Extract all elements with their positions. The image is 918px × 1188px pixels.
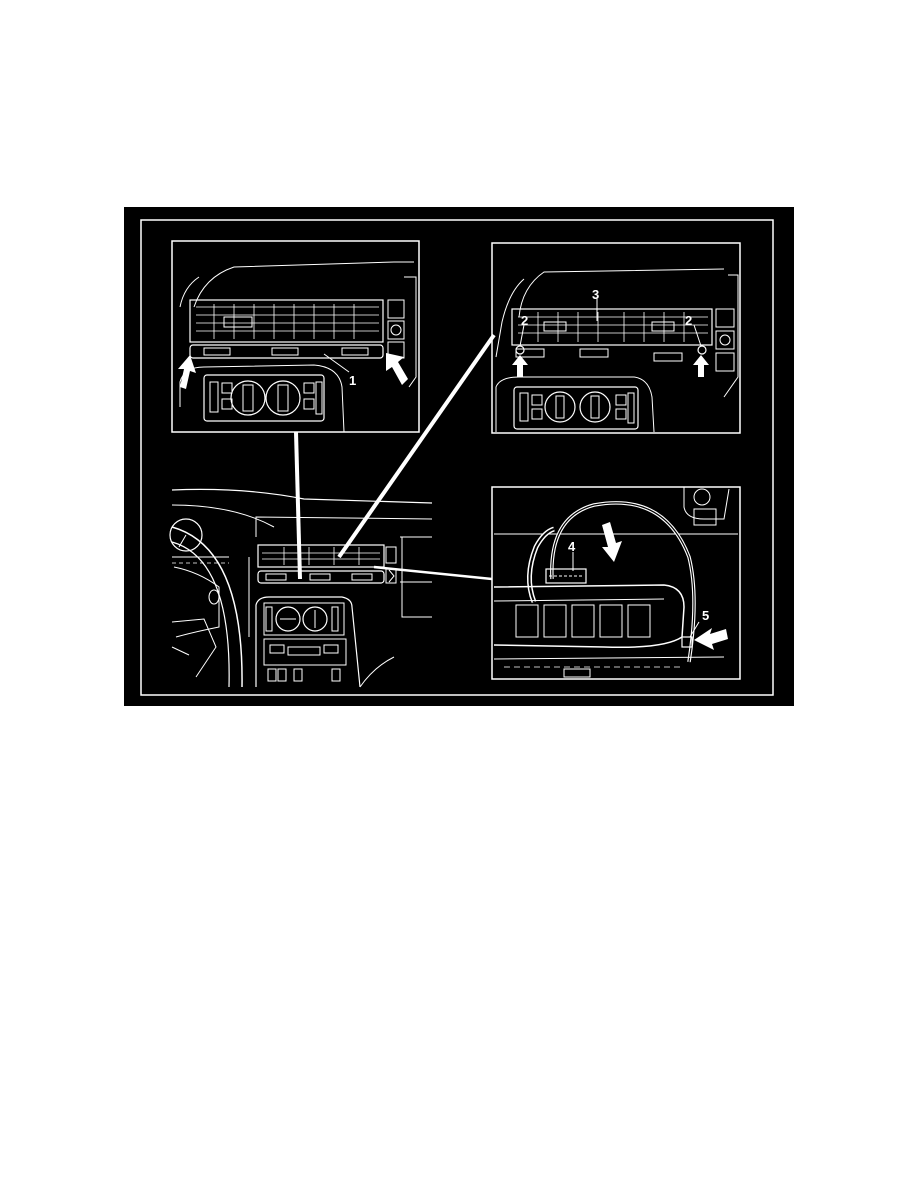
leader-to-top-left [294, 431, 302, 580]
figure-frame [140, 219, 774, 696]
arrow-down-left-icon [602, 522, 622, 562]
callout-4: 4 [568, 539, 576, 554]
callout-2-right: 2 [685, 313, 692, 328]
callout-3: 3 [592, 287, 599, 302]
arrow-up-left-icon [178, 355, 196, 389]
leader-to-bottom-right [373, 565, 493, 581]
panel-bottom-left [169, 333, 496, 688]
panel-bottom-right: 4 5 [491, 486, 741, 680]
illustration-svg: 1 [140, 219, 774, 696]
panel-top-right: 3 2 2 [491, 242, 741, 434]
arrow-up-icon [512, 355, 528, 377]
dashboard-removal-illustration: 1 [124, 207, 794, 706]
callout-1: 1 [349, 373, 356, 388]
arrow-up-icon [693, 355, 709, 377]
panel-top-left: 1 [171, 240, 420, 433]
callout-2-left: 2 [521, 313, 528, 328]
callout-5: 5 [702, 608, 709, 623]
leader-to-top-right [337, 333, 496, 559]
arrow-up-right-icon [386, 353, 408, 385]
arrow-left-icon [694, 628, 728, 650]
screw-icon [681, 636, 693, 648]
screw-icon [697, 345, 707, 355]
